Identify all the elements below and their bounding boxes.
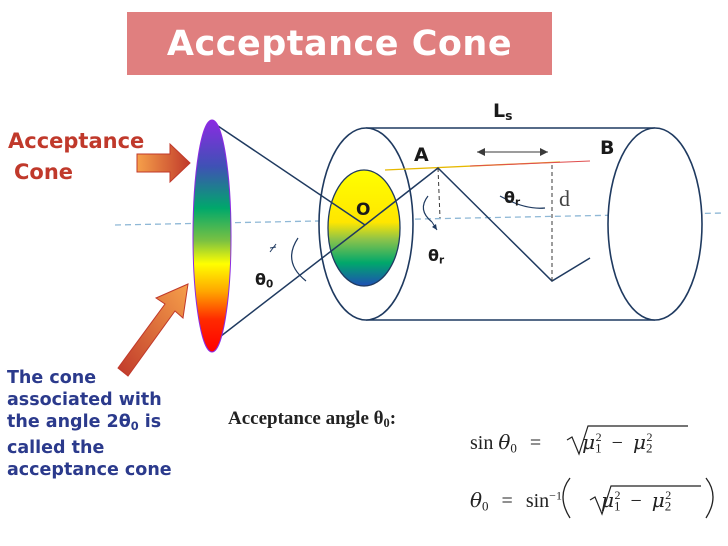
spectrum-disk [192, 119, 232, 353]
label-theta-r-lower: θr [428, 246, 445, 267]
side-label-line2: Cone [14, 160, 74, 184]
fiber-far-end [607, 127, 703, 321]
theta-r-arc-2 [499, 195, 546, 209]
label-a: A [414, 144, 429, 166]
page-title: Acceptance Cone [166, 23, 513, 64]
note-pointer-arrow [117, 283, 189, 377]
title-banner: Acceptance Cone [127, 12, 552, 75]
label-b: B [600, 137, 615, 159]
theta0-arc [291, 237, 307, 282]
formula-theta0-arcsin: θ0 = sin−1 μ12 − μ22 [470, 488, 672, 514]
label-o: O [356, 200, 371, 220]
paren-right [705, 477, 714, 519]
normal-line [437, 167, 441, 219]
radical-1 [566, 425, 688, 456]
cone-note: The cone associated with the angle 2θ0 i… [7, 368, 172, 480]
core-top-boundary-red [469, 160, 591, 167]
side-label-line1: Acceptance [8, 129, 145, 153]
cone-pointer-arrow [136, 142, 191, 184]
side-label: Acceptance Cone [8, 126, 144, 188]
light-ray [364, 167, 591, 282]
cone-lower-edge [211, 224, 366, 344]
acceptance-angle-caption: Acceptance angle θ0: [228, 408, 397, 431]
label-theta0: θ0 [255, 270, 274, 291]
formula-sin-theta0: sin θ0 = μ12 − μ22 [470, 430, 653, 456]
label-d: d [559, 186, 570, 211]
theta-r-arc-1 [422, 195, 433, 223]
paren-left [562, 477, 571, 519]
fiber-core [327, 169, 401, 287]
label-theta-r-upper: θr [504, 188, 521, 209]
radical-2 [589, 485, 701, 516]
label-ls: Ls [493, 100, 513, 124]
cone-upper-edge [211, 121, 366, 226]
